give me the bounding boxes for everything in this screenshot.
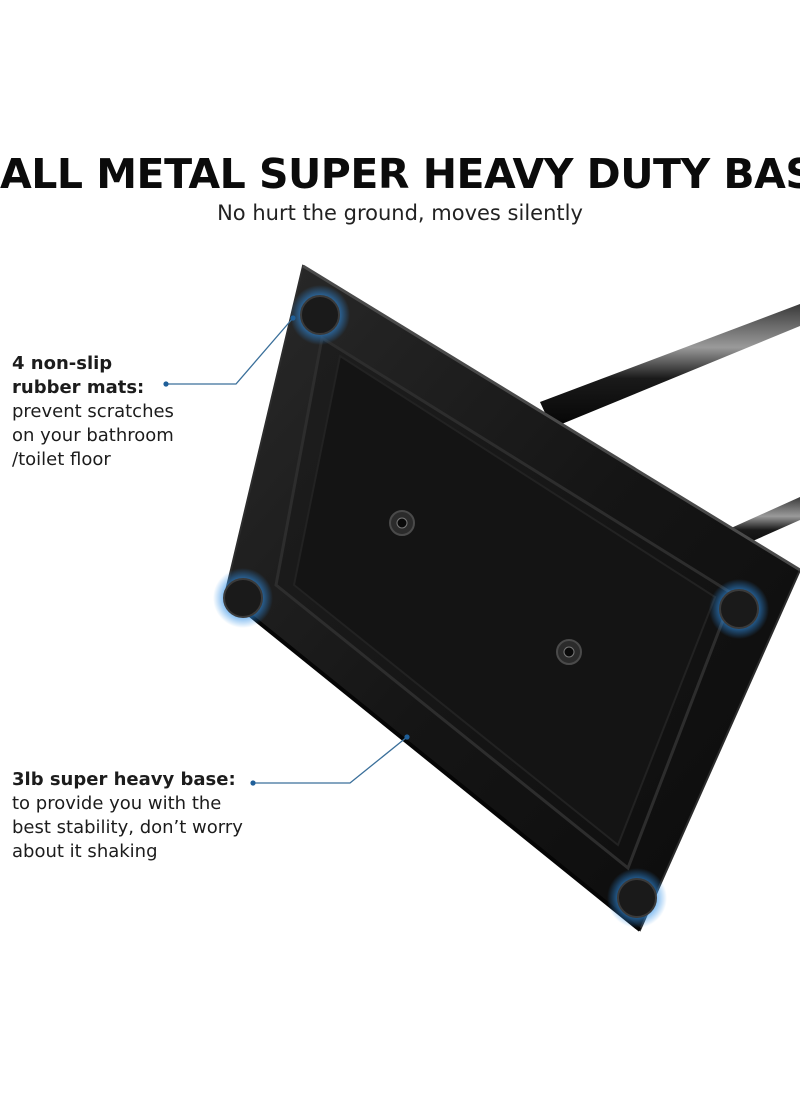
screw-1 (389, 510, 415, 536)
screw-2 (556, 639, 582, 665)
rubber-mat-top-left (290, 285, 350, 345)
mats-leader-line (163, 315, 296, 387)
callout-title-line: 3lb super heavy base: (12, 769, 236, 790)
base-leader-line (250, 734, 410, 786)
rubber-mat-bottom-left (213, 568, 273, 628)
headline: ALL METAL SUPER HEAVY DUTY BASE (0, 150, 800, 198)
callout-body-line: /toilet floor (12, 449, 111, 470)
callout-title-line: 4 non-slip (12, 353, 113, 374)
callout-body-line: to provide you with the (12, 793, 222, 814)
heavy-base-callout: 3lb super heavy base: to provide you wit… (12, 768, 282, 864)
callout-title-line: rubber mats: (12, 377, 145, 398)
rubber-mat-bottom (607, 868, 667, 928)
callout-body-line: best stability, don’t worry (12, 817, 243, 838)
callout-body-line: about it shaking (12, 841, 158, 862)
rubber-mat-right (709, 579, 769, 639)
callout-body-line: prevent scratches (12, 401, 174, 422)
subheadline: No hurt the ground, moves silently (217, 201, 583, 225)
callout-body-line: on your bathroom (12, 425, 174, 446)
rubber-mats-callout: 4 non-slip rubber mats: prevent scratche… (12, 352, 212, 472)
